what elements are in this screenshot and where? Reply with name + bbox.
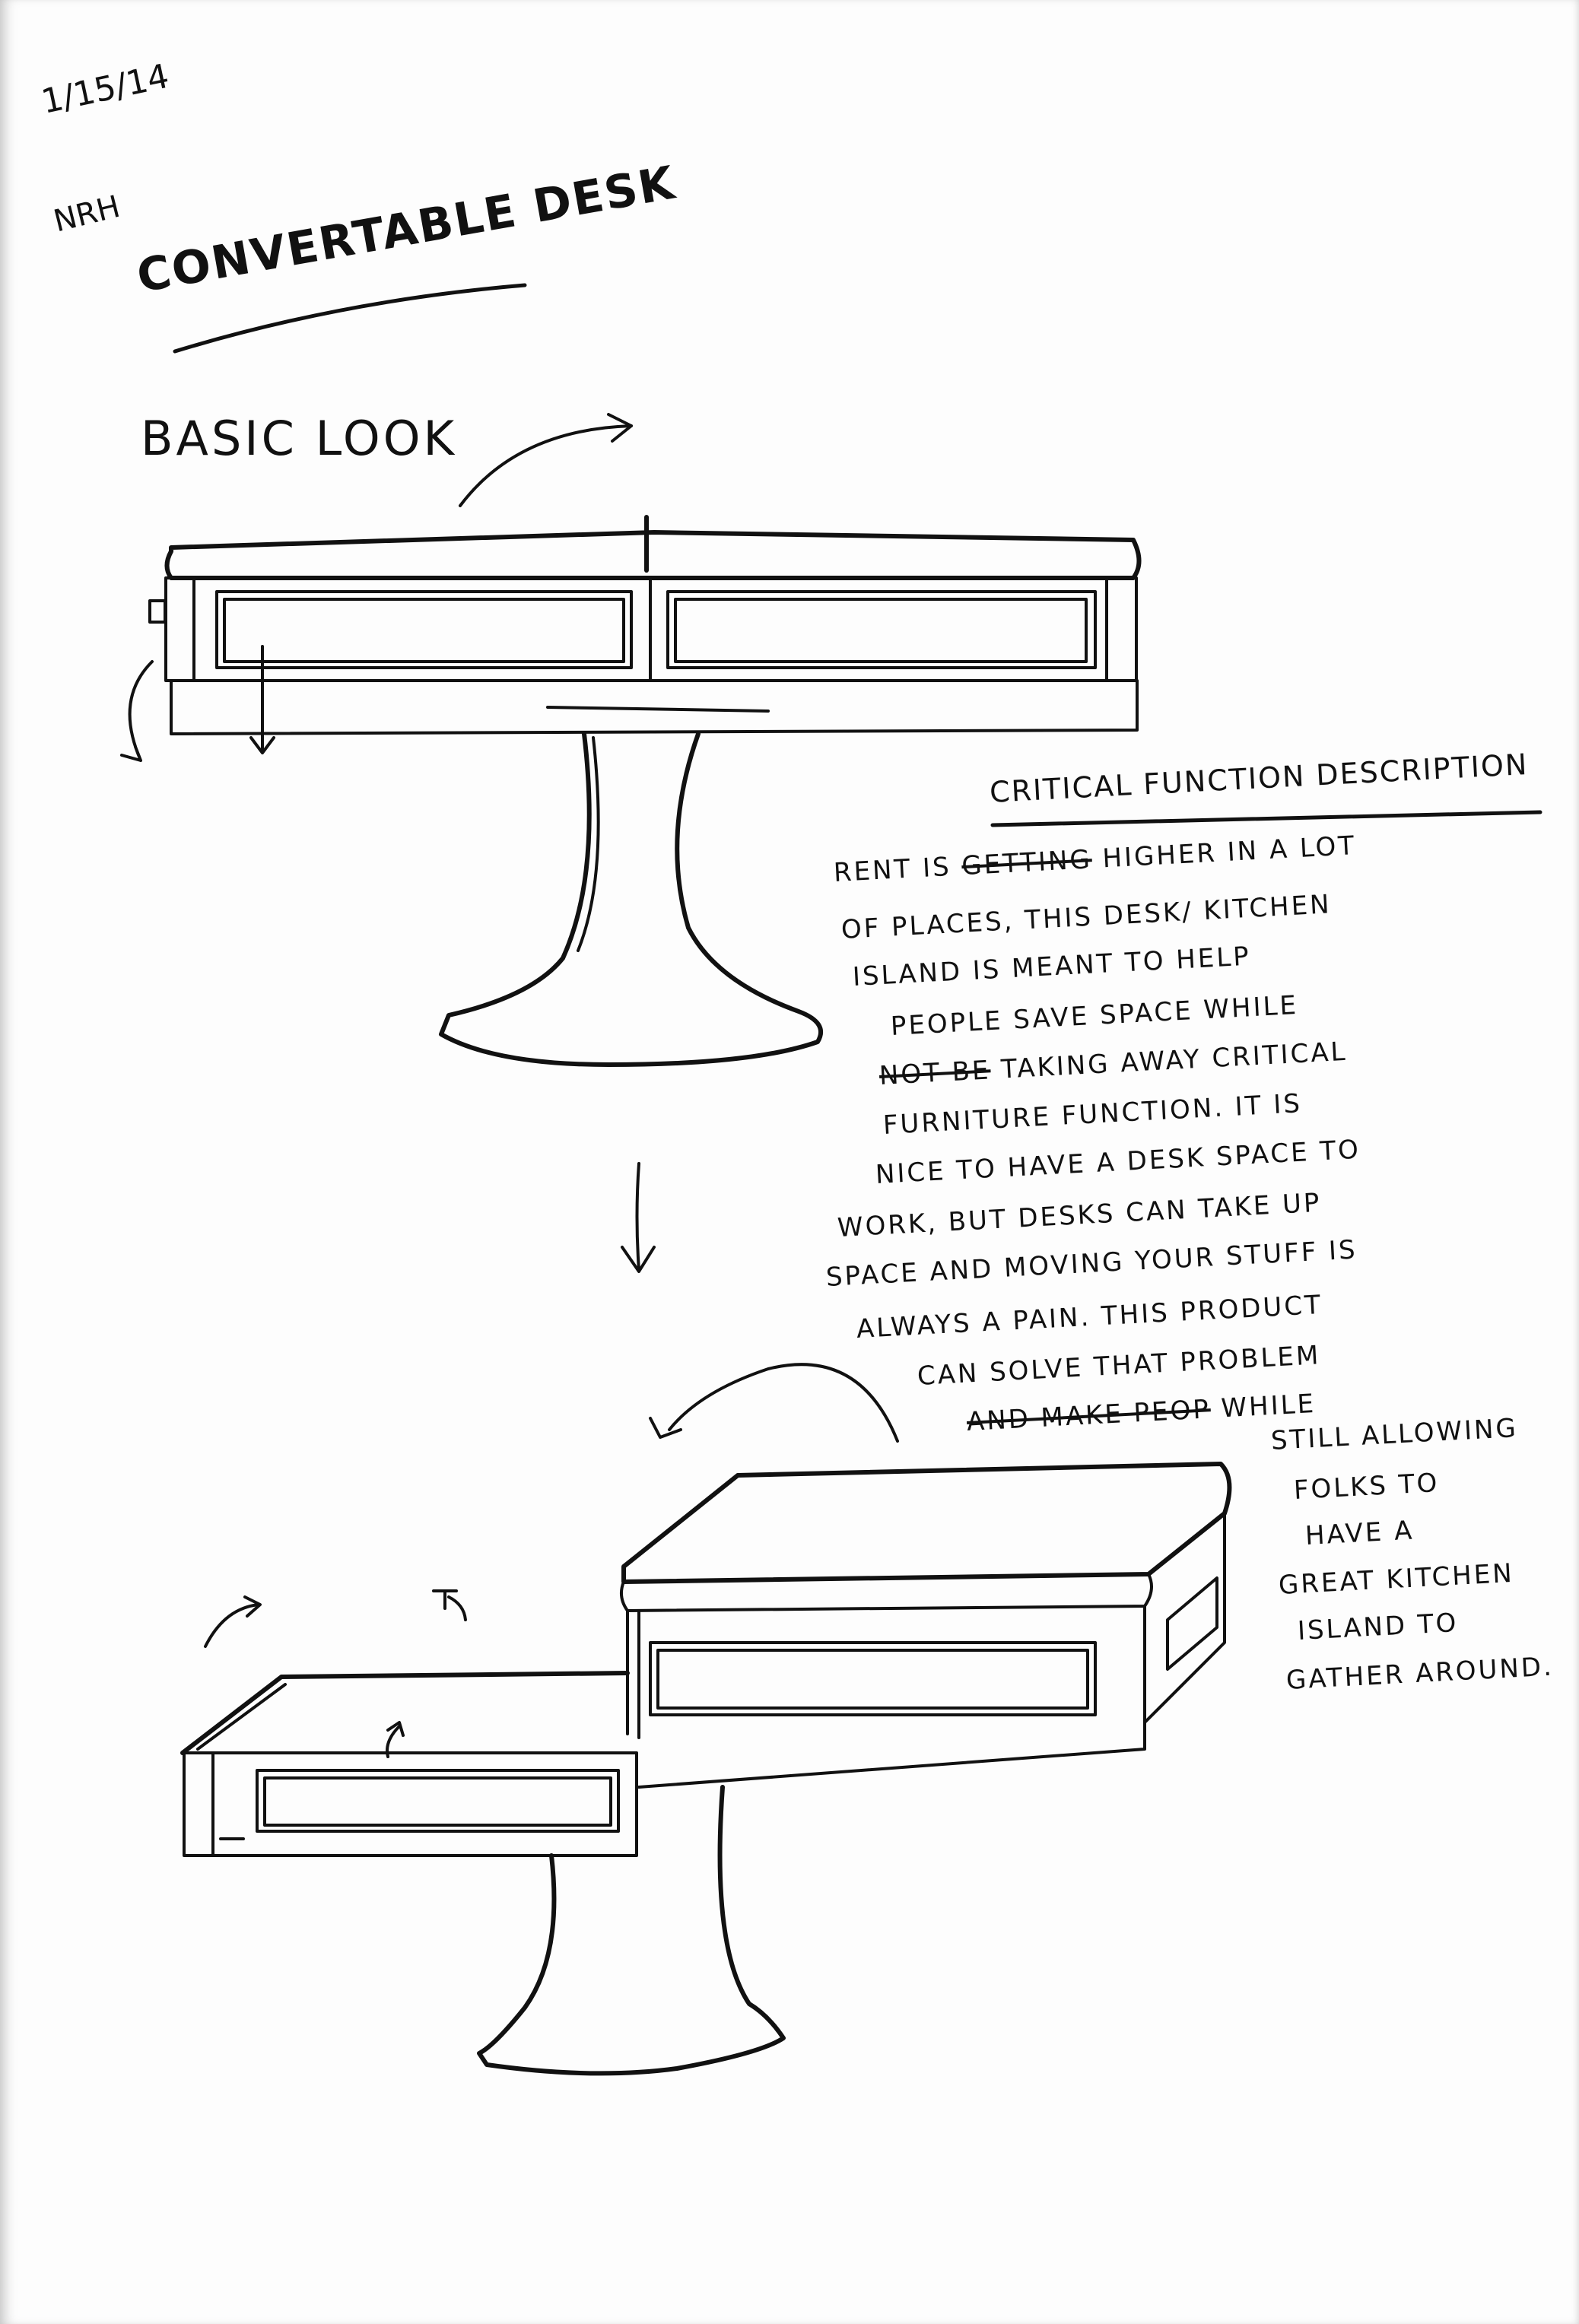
description-line: have a [1304,1515,1415,1551]
open-desk-drawing [183,1364,1229,2073]
title-underline [175,285,525,351]
transform-arrow [622,1164,654,1272]
basic-look-label: Basic Look [141,411,457,466]
